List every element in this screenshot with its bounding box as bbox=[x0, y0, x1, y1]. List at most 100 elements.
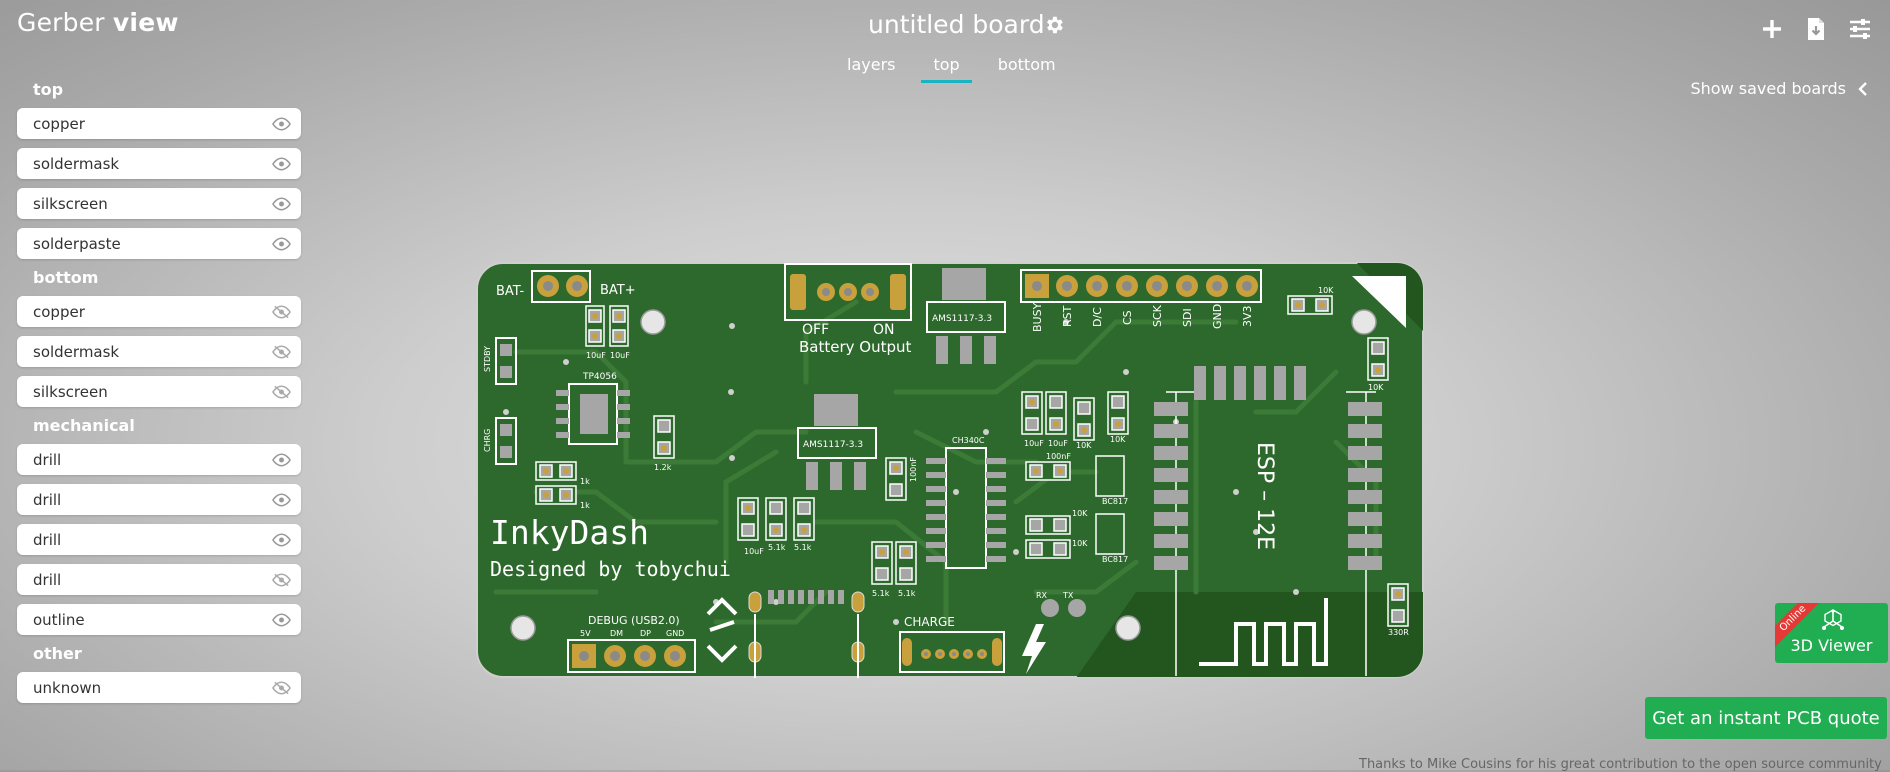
layer-item[interactable]: silkscreen bbox=[17, 376, 301, 407]
pin-label-dc: D/C bbox=[1091, 307, 1104, 327]
regulator-2-tab bbox=[814, 394, 858, 426]
layer-item[interactable]: solderpaste bbox=[17, 228, 301, 259]
mounting-holes bbox=[510, 309, 1377, 641]
eye-icon[interactable] bbox=[272, 117, 291, 131]
layer-label: drill bbox=[33, 450, 62, 469]
battery-output-label: Battery Output bbox=[799, 338, 912, 356]
pin-label-sdi: SDI bbox=[1181, 308, 1194, 327]
debug-pin-dp: DP bbox=[640, 629, 651, 638]
regulator-1-label: AMS1117-3.3 bbox=[932, 314, 992, 324]
charger-ic-legs bbox=[556, 390, 630, 438]
show-saved-boards[interactable]: Show saved boards bbox=[1691, 79, 1869, 98]
layer-label: copper bbox=[33, 302, 85, 321]
brand-light: Gerber bbox=[17, 8, 113, 37]
brand-bold: view bbox=[112, 8, 179, 37]
eye-icon[interactable] bbox=[272, 237, 291, 251]
eye-off-icon[interactable] bbox=[272, 573, 291, 587]
debug-pin-5v: 5V bbox=[580, 629, 591, 638]
eye-icon[interactable] bbox=[272, 157, 291, 171]
layer-item[interactable]: outline bbox=[17, 604, 301, 635]
board-outline bbox=[476, 262, 1424, 678]
header-actions bbox=[1760, 16, 1872, 42]
layer-item[interactable]: copper bbox=[17, 296, 301, 327]
layer-label: soldermask bbox=[33, 342, 120, 361]
eye-icon[interactable] bbox=[272, 613, 291, 627]
eye-off-icon[interactable] bbox=[272, 681, 291, 695]
layer-item[interactable]: drill bbox=[17, 564, 301, 595]
debug-pin-labels: 5V DM DP GND bbox=[580, 629, 684, 638]
debug-pin-gnd: GND bbox=[666, 629, 684, 638]
eye-off-icon[interactable] bbox=[272, 305, 291, 319]
group-title-mechanical: mechanical bbox=[33, 416, 135, 435]
tab-layers[interactable]: layers bbox=[847, 55, 896, 74]
part-label: 5.1k bbox=[794, 543, 812, 552]
chevron-left-icon bbox=[1858, 81, 1867, 96]
copper-plane bbox=[1076, 592, 1423, 677]
part-label: 10uF bbox=[1024, 439, 1044, 448]
show-saved-boards-label: Show saved boards bbox=[1690, 79, 1847, 98]
eye-icon[interactable] bbox=[272, 197, 291, 211]
charger-ic-outline bbox=[568, 383, 618, 445]
layer-item[interactable]: soldermask bbox=[17, 336, 301, 367]
eye-off-icon[interactable] bbox=[272, 345, 291, 359]
corner-marker bbox=[1352, 276, 1406, 328]
part-label: 100nF bbox=[909, 457, 918, 482]
eye-icon[interactable] bbox=[272, 453, 291, 467]
transistor-2-outline bbox=[1095, 513, 1125, 555]
layer-item[interactable]: soldermask bbox=[17, 148, 301, 179]
bat-minus-label: BAT- bbox=[496, 284, 525, 299]
debug-arrows-marker bbox=[706, 597, 738, 663]
led-stdby-pad bbox=[500, 366, 512, 378]
plus-icon[interactable] bbox=[1760, 16, 1784, 42]
usb-c-footprint bbox=[748, 590, 865, 678]
gold-paste-dots bbox=[543, 302, 1401, 597]
regulator-2-label: AMS1117-3.3 bbox=[803, 440, 863, 450]
layer-label: copper bbox=[33, 114, 85, 133]
layer-item[interactable]: drill bbox=[17, 484, 301, 515]
eye-icon[interactable] bbox=[272, 493, 291, 507]
layer-item[interactable]: copper bbox=[17, 108, 301, 139]
layer-item[interactable]: silkscreen bbox=[17, 188, 301, 219]
eye-icon[interactable] bbox=[272, 533, 291, 547]
layer-sidebar: top copper soldermask silkscreen solderp… bbox=[17, 80, 301, 712]
led-chrg-pad bbox=[500, 446, 512, 458]
gear-icon[interactable] bbox=[1043, 14, 1065, 36]
switch-off-label: OFF bbox=[802, 322, 829, 338]
layer-item[interactable]: drill bbox=[17, 524, 301, 555]
board-title[interactable]: untitled board bbox=[868, 10, 1045, 39]
header-pins bbox=[1032, 275, 1258, 297]
led-chrg-outline bbox=[495, 417, 517, 465]
part-label: 10K bbox=[1076, 441, 1092, 450]
layer-label: silkscreen bbox=[33, 382, 108, 401]
pcb-board-render[interactable]: BAT- BAT+ OFF ON Battery Output AMS1117-… bbox=[476, 262, 1424, 678]
eye-off-icon[interactable] bbox=[272, 385, 291, 399]
view-tabs: layers top bottom bbox=[835, 55, 1082, 83]
group-title-other: other bbox=[33, 644, 82, 663]
charger-ic-label: TP4056 bbox=[582, 372, 617, 382]
layer-label: drill bbox=[33, 490, 62, 509]
chrg-label: CHRG bbox=[483, 429, 492, 452]
regulator-1-outline bbox=[926, 301, 1006, 333]
display-header-outline bbox=[1020, 269, 1262, 303]
tab-bottom[interactable]: bottom bbox=[997, 55, 1056, 74]
pcb-quote-button[interactable]: Get an instant PCB quote bbox=[1645, 697, 1887, 739]
tab-top[interactable]: top bbox=[921, 55, 972, 83]
led-stdby-outline bbox=[495, 337, 517, 385]
layer-label: silkscreen bbox=[33, 194, 108, 213]
part-label: 1k bbox=[580, 501, 590, 510]
app-brand: Gerber view bbox=[17, 8, 179, 37]
pin-label-gnd: GND bbox=[1211, 304, 1224, 329]
part-label: 5.1k bbox=[768, 543, 786, 552]
layer-item[interactable]: unknown bbox=[17, 672, 301, 703]
pin-label-3v3: 3V3 bbox=[1241, 305, 1254, 327]
3d-viewer-button[interactable]: Online 3D Viewer bbox=[1775, 603, 1888, 663]
layer-item[interactable]: drill bbox=[17, 444, 301, 475]
switch-on-label: ON bbox=[873, 322, 895, 338]
sliders-icon[interactable] bbox=[1848, 16, 1872, 42]
layer-label: unknown bbox=[33, 678, 102, 697]
pin-label-rst: RST bbox=[1061, 305, 1074, 327]
part-label: 10uF bbox=[1048, 439, 1068, 448]
part-label: 10uF bbox=[586, 351, 606, 360]
download-file-icon[interactable] bbox=[1804, 16, 1828, 42]
layer-label: drill bbox=[33, 570, 62, 589]
